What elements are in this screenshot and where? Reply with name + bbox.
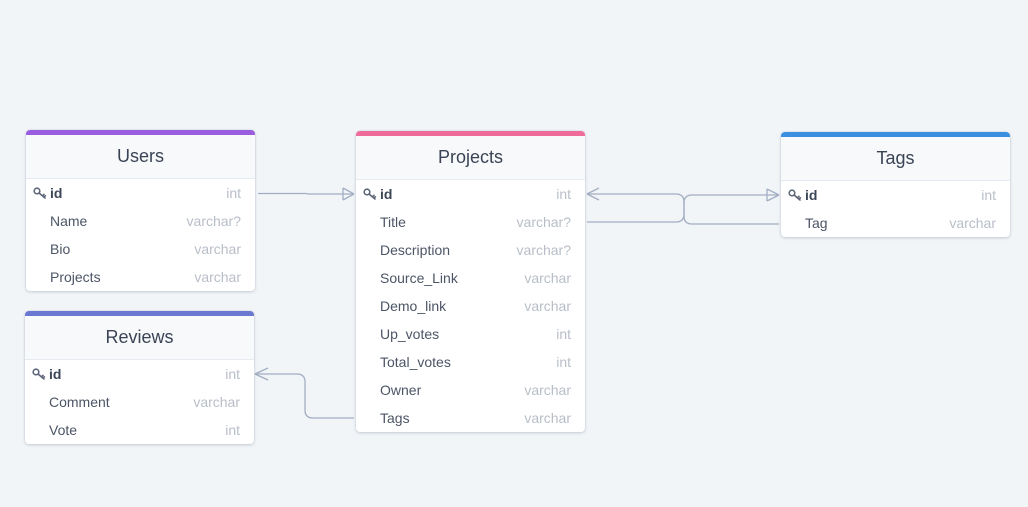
field-name: Tag bbox=[805, 215, 828, 231]
field-name: Description bbox=[380, 242, 451, 258]
field-name: Source_Link bbox=[380, 270, 458, 286]
field-name: Vote bbox=[49, 422, 78, 438]
crowfoot-projects-users bbox=[342, 187, 355, 201]
primary-key-icon bbox=[363, 188, 377, 200]
field-type: varchar bbox=[949, 215, 996, 231]
field-type: int bbox=[556, 354, 571, 370]
table-title-text: Reviews bbox=[105, 327, 174, 347]
field-type: varchar bbox=[524, 410, 571, 426]
field-row-tags[interactable]: Tags varchar bbox=[356, 404, 585, 432]
field-type: varchar? bbox=[516, 214, 571, 230]
field-row-up_votes[interactable]: Up_votes int bbox=[356, 320, 585, 348]
field-name: id bbox=[49, 366, 62, 382]
field-type: varchar bbox=[524, 298, 571, 314]
field-name: id bbox=[50, 185, 63, 201]
field-row-bio[interactable]: Bio varchar bbox=[26, 235, 255, 263]
table-title[interactable]: Tags bbox=[781, 137, 1010, 181]
crowfoot-reviews-id bbox=[254, 367, 269, 381]
table-title-text: Projects bbox=[437, 147, 504, 167]
field-row-source_link[interactable]: Source_Link varchar bbox=[356, 264, 585, 292]
crowfoot-projects-tags bbox=[586, 187, 600, 201]
field-type: int bbox=[981, 187, 996, 203]
table-title[interactable]: Projects bbox=[356, 136, 585, 180]
field-row-projects[interactable]: Projects varchar bbox=[26, 263, 255, 291]
field-type: varchar? bbox=[186, 213, 241, 229]
field-type: varchar bbox=[524, 382, 571, 398]
field-name: id bbox=[380, 186, 393, 202]
field-row-description[interactable]: Description varchar? bbox=[356, 236, 585, 264]
field-name: Bio bbox=[50, 241, 71, 257]
primary-key-icon bbox=[788, 189, 802, 201]
field-type: int bbox=[556, 326, 571, 342]
field-row-name[interactable]: Name varchar? bbox=[26, 207, 255, 235]
table-title[interactable]: Users bbox=[26, 135, 255, 179]
field-type: varchar bbox=[194, 269, 241, 285]
relation-projects-tags-tag bbox=[587, 193, 779, 225]
field-type: varchar bbox=[193, 394, 240, 410]
crowfoot-tags-id bbox=[766, 188, 780, 202]
field-type: int bbox=[226, 185, 241, 201]
table-accent-bar bbox=[356, 131, 585, 136]
field-name: Tags bbox=[380, 410, 410, 426]
primary-key-icon bbox=[32, 368, 46, 380]
table-title[interactable]: Reviews bbox=[25, 316, 254, 360]
relation-projects-reviews bbox=[255, 373, 354, 419]
field-name: Comment bbox=[49, 394, 110, 410]
field-name: Title bbox=[380, 214, 406, 230]
field-row-total_votes[interactable]: Total_votes int bbox=[356, 348, 585, 376]
field-row-demo_link[interactable]: Demo_link varchar bbox=[356, 292, 585, 320]
field-name: Demo_link bbox=[380, 298, 447, 314]
field-row-comment[interactable]: Comment varchar bbox=[25, 388, 254, 416]
relation-projects-title-tags-id bbox=[587, 194, 779, 223]
table-title-text: Users bbox=[116, 146, 164, 166]
field-name: Up_votes bbox=[380, 326, 440, 342]
field-row-id[interactable]: id int bbox=[26, 179, 255, 207]
field-row-title[interactable]: Title varchar? bbox=[356, 208, 585, 236]
table-accent-bar bbox=[781, 132, 1010, 137]
field-name: Projects bbox=[50, 269, 101, 285]
field-name: Name bbox=[50, 213, 88, 229]
field-row-owner[interactable]: Owner varchar bbox=[356, 376, 585, 404]
table-accent-bar bbox=[25, 311, 254, 316]
field-name: Owner bbox=[380, 382, 422, 398]
field-name: Total_votes bbox=[380, 354, 451, 370]
field-type: int bbox=[556, 186, 571, 202]
field-type: int bbox=[225, 422, 240, 438]
field-type: varchar bbox=[524, 270, 571, 286]
field-row-vote[interactable]: Vote int bbox=[25, 416, 254, 444]
table-accent-bar bbox=[26, 130, 255, 135]
primary-key-icon bbox=[33, 187, 47, 199]
field-type: varchar bbox=[194, 241, 241, 257]
relation-users-projects bbox=[258, 192, 354, 195]
field-row-tag[interactable]: Tag varchar bbox=[781, 209, 1010, 237]
field-row-id[interactable]: id int bbox=[781, 181, 1010, 209]
field-name: id bbox=[805, 187, 818, 203]
field-row-id[interactable]: id int bbox=[25, 360, 254, 388]
field-row-id[interactable]: id int bbox=[356, 180, 585, 208]
field-type: varchar? bbox=[516, 242, 571, 258]
field-type: int bbox=[225, 366, 240, 382]
table-title-text: Tags bbox=[876, 148, 915, 168]
